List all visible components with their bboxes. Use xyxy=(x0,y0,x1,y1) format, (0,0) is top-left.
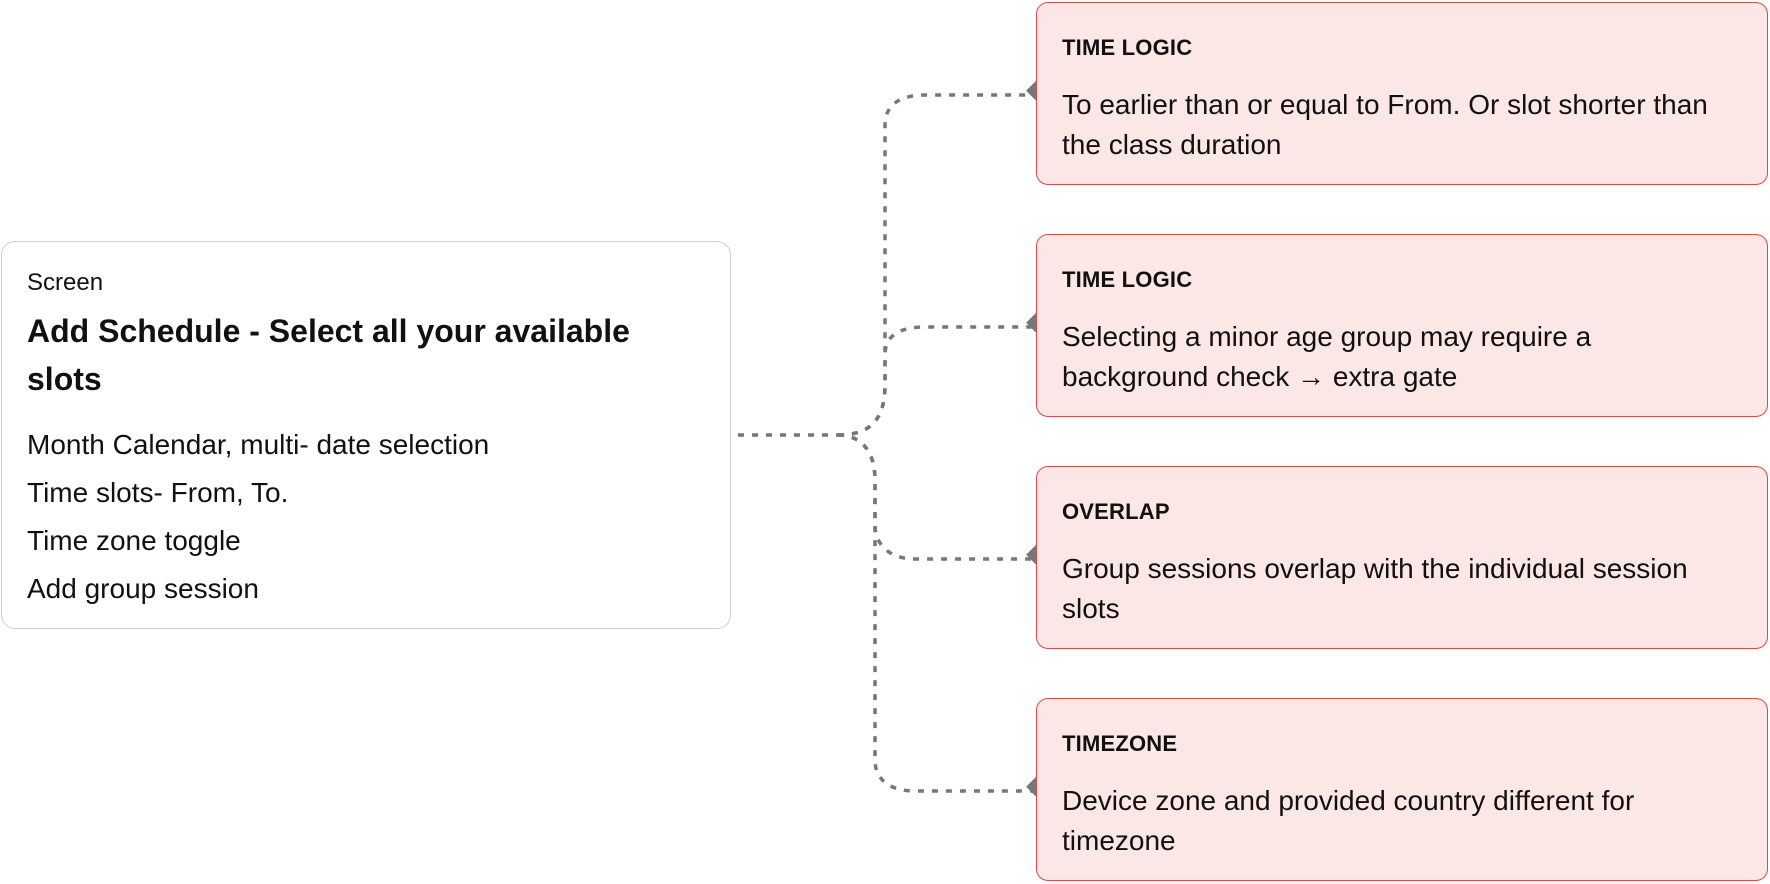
screen-feature-item: Time slots- From, To. xyxy=(27,477,289,508)
issue-card-time-logic-2: TIME LOGIC Selecting a minor age group m… xyxy=(1036,234,1768,417)
issue-card-timezone: TIMEZONE Device zone and provided countr… xyxy=(1036,698,1768,881)
issue-tag: TIME LOGIC xyxy=(1062,35,1193,60)
issue-text: To earlier than or equal to From. Or slo… xyxy=(1062,89,1708,160)
issue-tag: TIMEZONE xyxy=(1062,731,1178,756)
issue-tag: TIME LOGIC xyxy=(1062,267,1193,292)
issue-text: Group sessions overlap with the individu… xyxy=(1062,553,1688,624)
connector-to-issue-1 xyxy=(837,93,1036,437)
screen-feature-item: Month Calendar, multi- date selection xyxy=(27,429,490,460)
connector-to-issue-4 xyxy=(837,433,1036,793)
screen-title: Add Schedule - Select all your available… xyxy=(27,313,630,397)
issue-text: Selecting a minor age group may require … xyxy=(1062,321,1592,392)
issue-card-overlap: OVERLAP Group sessions overlap with the … xyxy=(1036,466,1768,649)
connector-to-issue-2 xyxy=(837,325,1036,437)
issue-card-time-logic-1: TIME LOGIC To earlier than or equal to F… xyxy=(1036,2,1768,185)
issue-text: Device zone and provided country differe… xyxy=(1062,785,1635,856)
screen-kicker: Screen xyxy=(27,269,104,296)
screen-feature-item: Time zone toggle xyxy=(27,525,241,556)
connector-to-issue-3 xyxy=(837,433,1036,561)
issue-tag: OVERLAP xyxy=(1062,499,1170,524)
screen-feature-item: Add group session xyxy=(27,573,259,604)
screen-card: Screen Add Schedule - Select all your av… xyxy=(1,241,731,629)
screen-feature-list: Month Calendar, multi- date selection Ti… xyxy=(27,421,705,613)
